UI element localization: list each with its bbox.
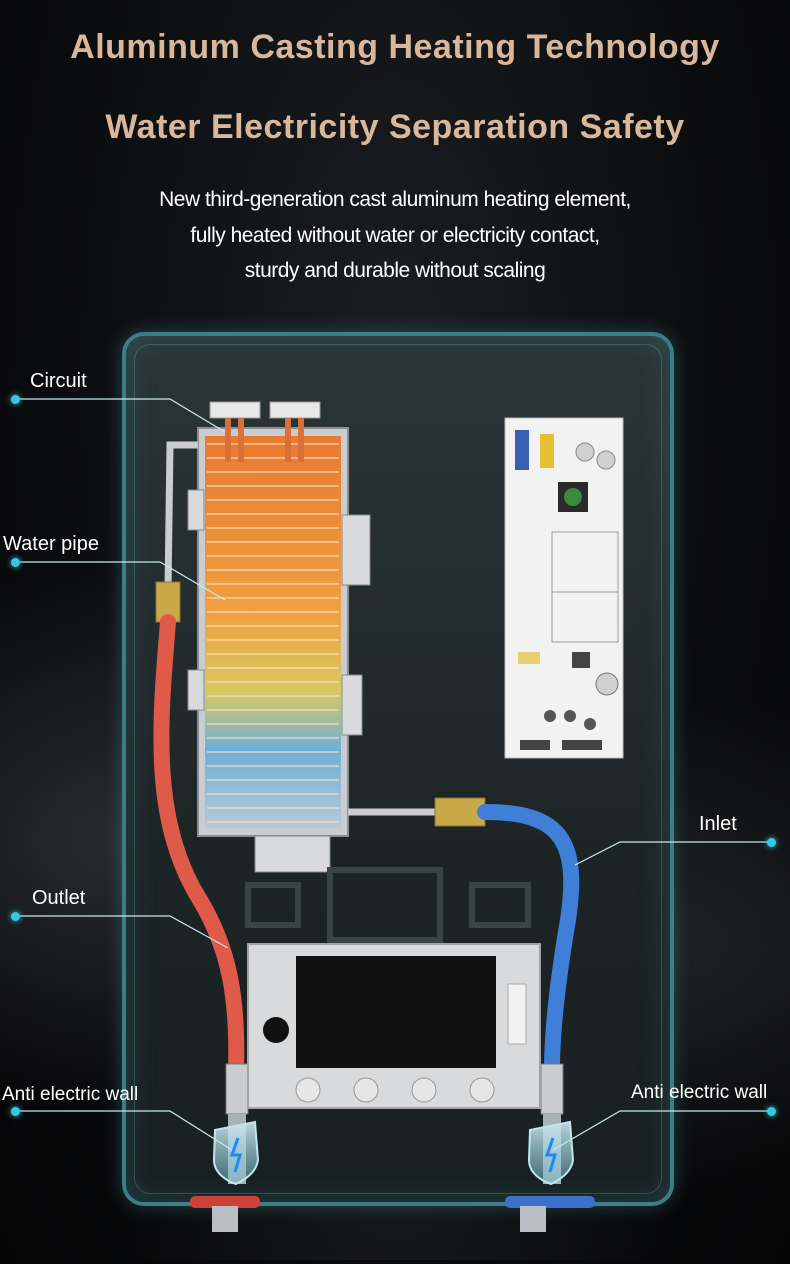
- description-line-3: sturdy and durable without scaling: [244, 259, 546, 282]
- control-board: [504, 417, 624, 759]
- label-anti-electric-wall-right: Anti electric wall: [631, 1082, 768, 1103]
- label-water-pipe: Water pipe: [3, 533, 99, 555]
- anti-electric-wall-left: [212, 1120, 260, 1186]
- outlet-marker: [11, 912, 20, 921]
- description-line-2: fully heated without water or electricit…: [190, 224, 600, 247]
- label-outlet: Outlet: [32, 887, 86, 909]
- control-panel: [247, 943, 541, 1109]
- water-pipe-marker: [11, 558, 20, 567]
- anti-wall-left-marker: [11, 1107, 20, 1116]
- description-line-1: New third-generation cast aluminum heati…: [159, 188, 631, 211]
- inlet-marker: [767, 838, 776, 847]
- leader-lines: [15, 398, 771, 1151]
- page-subtitle: Water Electricity Separation Safety: [105, 108, 685, 146]
- digit-display: [245, 867, 531, 943]
- page-title: Aluminum Casting Heating Technology: [70, 28, 720, 66]
- anti-wall-right-marker: [767, 1107, 776, 1116]
- heating-element: [187, 401, 371, 873]
- label-anti-electric-wall-left: Anti electric wall: [2, 1084, 139, 1105]
- anti-electric-wall-right: [527, 1120, 575, 1186]
- label-circuit: Circuit: [30, 370, 87, 392]
- bottom-connectors: [190, 1196, 595, 1232]
- glass-edge: [134, 344, 662, 1194]
- label-inlet: Inlet: [699, 813, 737, 835]
- circuit-marker: [11, 395, 20, 404]
